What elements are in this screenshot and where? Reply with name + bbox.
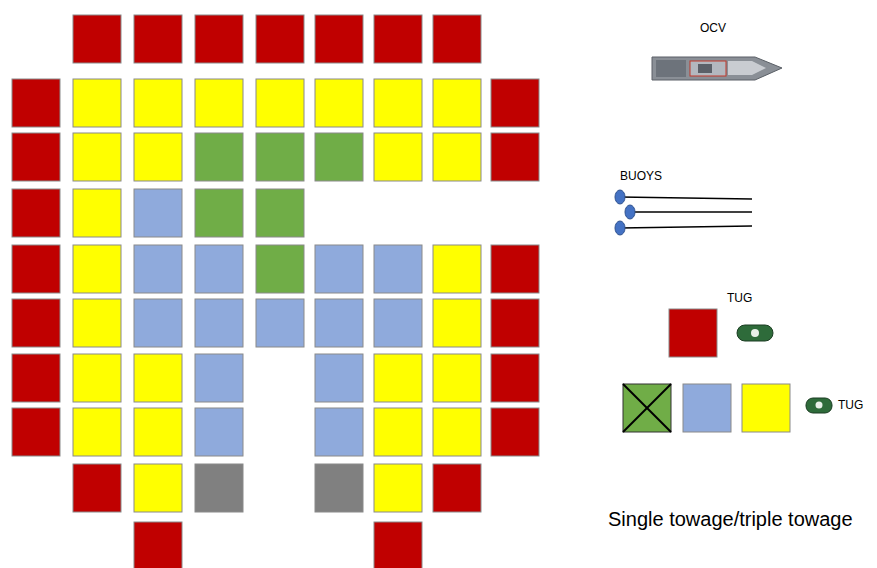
unit-square <box>374 522 422 568</box>
unit-square <box>491 408 539 456</box>
unit-square <box>195 408 243 456</box>
unit-square <box>315 245 363 293</box>
tug-icon <box>737 325 773 341</box>
unit-square <box>134 15 182 63</box>
unit-square <box>12 133 60 181</box>
square-grid <box>12 15 539 568</box>
unit-square <box>134 354 182 402</box>
unit-square <box>12 189 60 237</box>
unit-square <box>12 245 60 293</box>
unit-square <box>256 245 304 293</box>
unit-square <box>195 299 243 347</box>
unit-square <box>73 15 121 63</box>
unit-square <box>315 133 363 181</box>
unit-square <box>73 133 121 181</box>
unit-square <box>315 15 363 63</box>
unit-square <box>195 354 243 402</box>
unit-square <box>12 299 60 347</box>
unit-square <box>195 245 243 293</box>
unit-square <box>256 15 304 63</box>
unit-square <box>195 15 243 63</box>
unit-square <box>315 354 363 402</box>
unit-square <box>491 354 539 402</box>
unit-square <box>315 464 363 512</box>
unit-square <box>374 133 422 181</box>
unit-square <box>433 354 481 402</box>
yellow-unit <box>742 384 790 432</box>
unit-square <box>374 408 422 456</box>
buoy-dots <box>615 190 635 235</box>
buoys-label: BUOYS <box>620 170 662 183</box>
unit-square <box>73 408 121 456</box>
unit-square <box>73 354 121 402</box>
unit-square <box>374 245 422 293</box>
unit-square <box>374 464 422 512</box>
unit-square <box>73 464 121 512</box>
unit-square <box>491 245 539 293</box>
unit-square <box>195 464 243 512</box>
green-unit <box>623 384 671 432</box>
unit-square <box>134 245 182 293</box>
unit-square <box>134 299 182 347</box>
vessel-label: OCV <box>700 22 726 35</box>
unit-square <box>195 79 243 127</box>
tug-icon <box>806 398 832 413</box>
unit-square <box>256 299 304 347</box>
unit-square <box>73 79 121 127</box>
unit-square <box>195 133 243 181</box>
caption-note: Single towage/triple towage <box>608 508 853 530</box>
unit-square <box>315 79 363 127</box>
buoy-lines <box>620 197 752 228</box>
tug-label: TUG <box>727 292 752 305</box>
unit-square <box>491 133 539 181</box>
unit-square <box>12 408 60 456</box>
unit-square <box>433 79 481 127</box>
unit-square <box>491 299 539 347</box>
unit-square <box>315 299 363 347</box>
unit-square <box>73 189 121 237</box>
unit-square <box>12 79 60 127</box>
unit-square <box>374 299 422 347</box>
unit-square <box>433 408 481 456</box>
unit-square <box>134 408 182 456</box>
unit-square <box>134 189 182 237</box>
unit-square <box>134 522 182 568</box>
unit-square <box>433 15 481 63</box>
red-unit <box>669 309 717 357</box>
blue-unit <box>683 384 731 432</box>
unit-square <box>433 299 481 347</box>
unit-square <box>374 79 422 127</box>
unit-square <box>491 79 539 127</box>
unit-square <box>134 464 182 512</box>
unit-square <box>374 15 422 63</box>
unit-square <box>195 189 243 237</box>
unit-square <box>256 133 304 181</box>
tug-label: TUG <box>838 399 863 412</box>
unit-square <box>433 133 481 181</box>
unit-square <box>315 408 363 456</box>
unit-square <box>73 299 121 347</box>
unit-square <box>433 245 481 293</box>
unit-square <box>256 79 304 127</box>
unit-square <box>256 189 304 237</box>
unit-square <box>73 245 121 293</box>
unit-square <box>374 354 422 402</box>
vessel-icon <box>652 57 782 80</box>
unit-square <box>134 79 182 127</box>
unit-square <box>12 354 60 402</box>
unit-square <box>433 464 481 512</box>
unit-square <box>134 133 182 181</box>
